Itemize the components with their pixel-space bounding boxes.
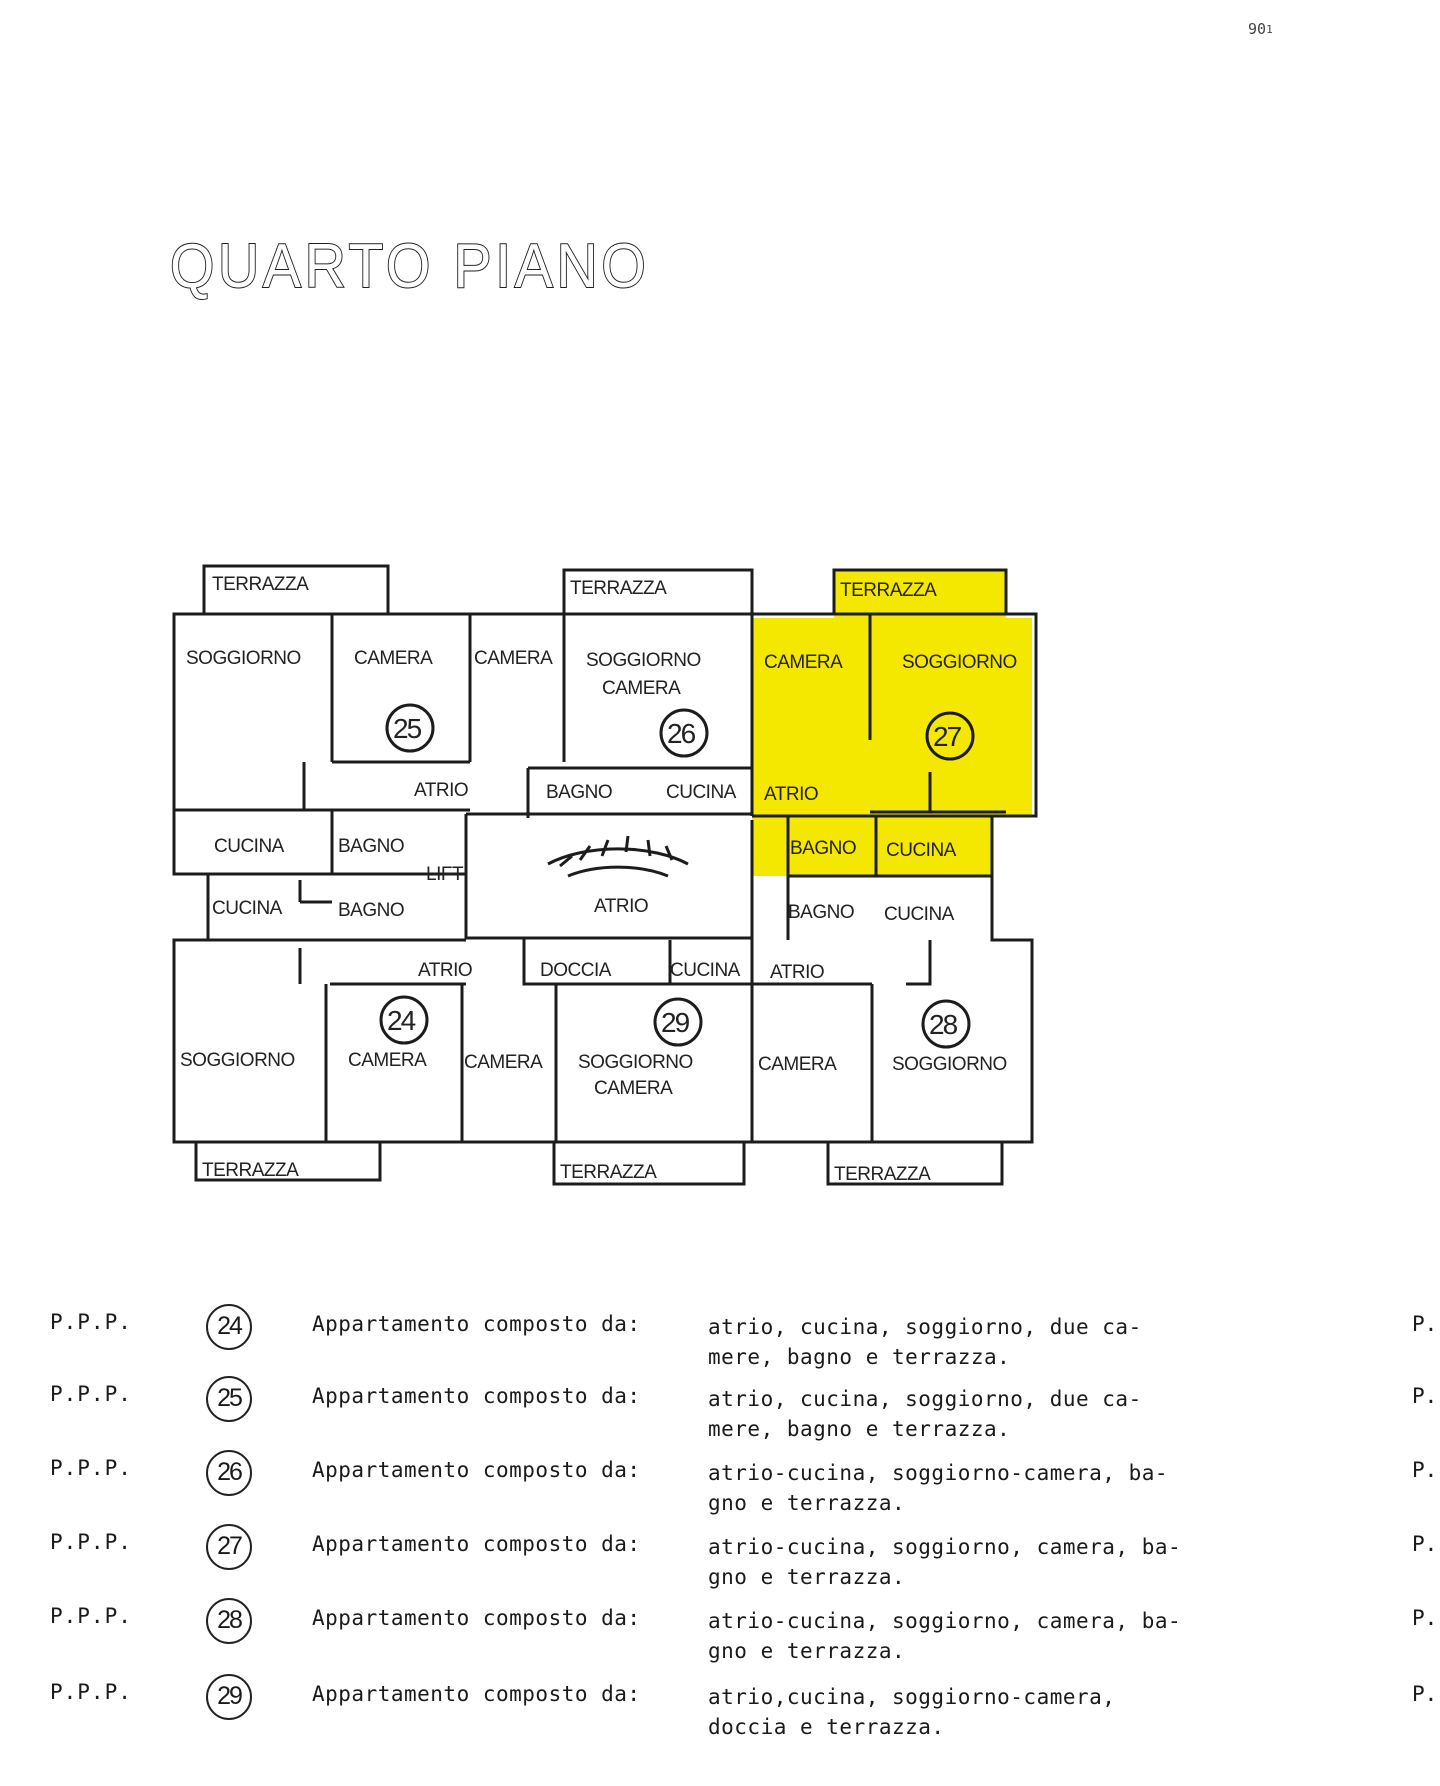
legend-apartment-badge: 24 bbox=[206, 1304, 252, 1350]
room-label-cucina: CUCINA bbox=[886, 840, 957, 861]
room-label-lift: LIFT bbox=[426, 864, 464, 885]
apartment-number: 25 bbox=[393, 713, 422, 744]
legend-row: P.P.P. 26 Appartamento composto da: atri… bbox=[0, 1450, 1440, 1520]
page-number: 901 bbox=[1248, 22, 1273, 37]
room-label-terrazza: TERRAZZA bbox=[560, 1162, 657, 1183]
legend-row: P.P.P. 24 Appartamento composto da: atri… bbox=[0, 1304, 1440, 1374]
room-label-atrio: ATRIO bbox=[764, 784, 818, 805]
room-label-terrazza: TERRAZZA bbox=[834, 1164, 931, 1185]
apartment-number: 24 bbox=[387, 1005, 416, 1036]
legend-code: P.P.P. bbox=[50, 1382, 132, 1406]
legend-apartment-badge: 27 bbox=[206, 1524, 252, 1570]
legend-code: P.P.P. bbox=[50, 1456, 132, 1480]
legend-prefix: Appartamento composto da: bbox=[312, 1606, 641, 1630]
room-label-bagno: BAGNO bbox=[338, 900, 404, 921]
legend-apartment-badge: 26 bbox=[206, 1450, 252, 1496]
room-label-cucina: CUCINA bbox=[666, 782, 737, 803]
room-label-soggiorno: SOGGIORNO bbox=[586, 650, 701, 671]
apartment-badge-25 bbox=[385, 703, 435, 753]
room-label-atrio: ATRIO bbox=[414, 780, 468, 801]
apartment-badges bbox=[379, 703, 975, 1049]
apartment-number: 29 bbox=[661, 1007, 690, 1038]
legend-prefix: Appartamento composto da: bbox=[312, 1682, 641, 1706]
apartment-number: 28 bbox=[929, 1009, 958, 1040]
room-label-soggiorno: SOGGIORNO bbox=[892, 1054, 1007, 1075]
page-title: QUARTO PIANO bbox=[169, 231, 650, 302]
apartment-badge-27 bbox=[925, 711, 975, 761]
room-label-terrazza: TERRAZZA bbox=[840, 580, 937, 601]
room-label-cucina: CUCINA bbox=[670, 960, 741, 981]
room-label-cucina: CUCINA bbox=[212, 898, 283, 919]
room-label-camera: CAMERA bbox=[474, 648, 553, 669]
legend-description: atrio-cucina, soggiorno-camera, ba- gno … bbox=[708, 1461, 1169, 1515]
legend-code: P.P.P. bbox=[50, 1604, 132, 1628]
room-label-camera: CAMERA bbox=[764, 652, 843, 673]
room-label-doccia: DOCCIA bbox=[540, 960, 612, 981]
room-label-cucina: CUCINA bbox=[884, 904, 955, 925]
room-label-soggiorno: SOGGIORNO bbox=[578, 1052, 693, 1073]
legend-code: P.P.P. bbox=[50, 1680, 132, 1704]
apartment-badge-28 bbox=[921, 999, 971, 1049]
room-label-soggiorno: SOGGIORNO bbox=[180, 1050, 295, 1071]
apartment-badge-24 bbox=[379, 995, 429, 1045]
room-label-camera: CAMERA bbox=[464, 1052, 543, 1073]
room-label-atrio: ATRIO bbox=[594, 896, 648, 917]
legend-right-code: P. bbox=[1412, 1458, 1438, 1482]
room-label-atrio: ATRIO bbox=[418, 960, 472, 981]
legend-apartment-badge: 28 bbox=[206, 1598, 252, 1644]
room-label-camera: CAMERA bbox=[594, 1078, 673, 1099]
legend-row: P.P.P. 28 Appartamento composto da: atri… bbox=[0, 1598, 1440, 1668]
room-label-soggiorno: SOGGIORNO bbox=[186, 648, 301, 669]
page-number-value: 90 bbox=[1248, 20, 1267, 38]
room-label-bagno: BAGNO bbox=[788, 902, 854, 923]
legend-prefix: Appartamento composto da: bbox=[312, 1384, 641, 1408]
legend-description: atrio-cucina, soggiorno, camera, ba- gno… bbox=[708, 1609, 1182, 1663]
room-label-bagno: BAGNO bbox=[790, 838, 856, 859]
legend-right-code: P. bbox=[1412, 1682, 1438, 1706]
floor-plan-walls bbox=[172, 564, 1038, 1186]
apartment-badge-26 bbox=[659, 708, 709, 758]
legend-description: atrio,cucina, soggiorno-camera, doccia e… bbox=[708, 1685, 1116, 1739]
legend-code: P.P.P. bbox=[50, 1310, 132, 1334]
apartment-number: 27 bbox=[933, 721, 962, 752]
legend-prefix: Appartamento composto da: bbox=[312, 1458, 641, 1482]
room-label-terrazza: TERRAZZA bbox=[212, 574, 309, 595]
room-label-camera: CAMERA bbox=[354, 648, 433, 669]
room-label-cucina: CUCINA bbox=[214, 836, 285, 857]
room-labels: TERRAZZA TERRAZZA TERRAZZA SOGGIORNO CAM… bbox=[180, 574, 1017, 1185]
legend-prefix: Appartamento composto da: bbox=[312, 1532, 641, 1556]
room-label-atrio: ATRIO bbox=[770, 962, 824, 983]
room-label-terrazza: TERRAZZA bbox=[202, 1160, 299, 1181]
legend-apartment-badge: 29 bbox=[206, 1674, 252, 1720]
apartment-numbers: 25 26 27 24 29 28 bbox=[387, 713, 964, 1040]
legend-right-code: P. bbox=[1412, 1312, 1438, 1336]
legend-prefix: Appartamento composto da: bbox=[312, 1312, 641, 1336]
apartment-badge-29 bbox=[653, 997, 703, 1047]
room-label-camera: CAMERA bbox=[758, 1054, 837, 1075]
apartment-number: 26 bbox=[667, 718, 696, 749]
room-label-soggiorno: SOGGIORNO bbox=[902, 652, 1017, 673]
legend-row: P.P.P. 29 Appartamento composto da: atri… bbox=[0, 1674, 1440, 1744]
room-label-camera: CAMERA bbox=[602, 678, 681, 699]
legend-description: atrio, cucina, soggiorno, due ca- mere, … bbox=[708, 1387, 1142, 1441]
legend-right-code: P. bbox=[1412, 1606, 1438, 1630]
legend-row: P.P.P. 25 Appartamento composto da: atri… bbox=[0, 1376, 1440, 1446]
room-label-terrazza: TERRAZZA bbox=[570, 578, 667, 599]
legend-apartment-badge: 25 bbox=[206, 1376, 252, 1422]
room-label-camera: CAMERA bbox=[348, 1050, 427, 1071]
room-label-bagno: BAGNO bbox=[546, 782, 612, 803]
legend-right-code: P. bbox=[1412, 1384, 1438, 1408]
page-number-sup: 1 bbox=[1266, 23, 1273, 36]
legend-row: P.P.P. 27 Appartamento composto da: atri… bbox=[0, 1524, 1440, 1594]
legend-code: P.P.P. bbox=[50, 1530, 132, 1554]
legend-description: atrio-cucina, soggiorno, camera, ba- gno… bbox=[708, 1535, 1182, 1589]
apartment-27-highlight bbox=[752, 570, 1032, 876]
legend-right-code: P. bbox=[1412, 1532, 1438, 1556]
legend-description: atrio, cucina, soggiorno, due ca- mere, … bbox=[708, 1315, 1142, 1369]
room-label-bagno: BAGNO bbox=[338, 836, 404, 857]
